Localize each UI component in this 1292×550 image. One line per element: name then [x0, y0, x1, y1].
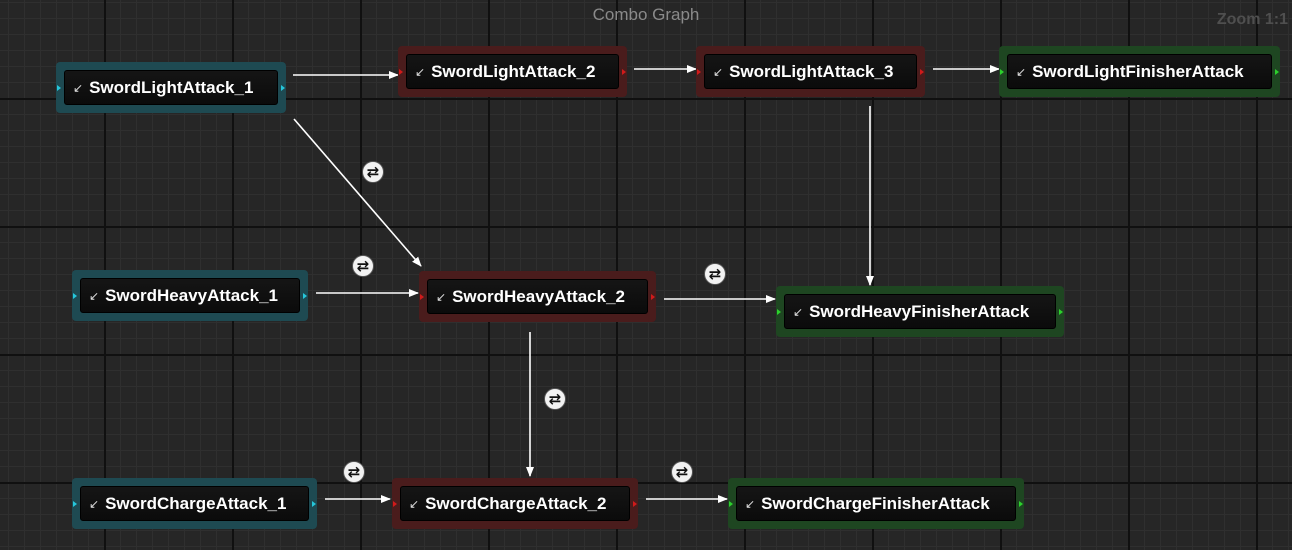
node-sword-light-attack-1[interactable]: ↙ SwordLightAttack_1 [56, 62, 286, 113]
input-pin[interactable] [777, 308, 781, 315]
node-sword-light-finisher-attack[interactable]: ↙ SwordLightFinisherAttack [999, 46, 1280, 97]
node-sword-charge-attack-1[interactable]: ↙ SwordChargeAttack_1 [72, 478, 317, 529]
state-icon: ↙ [89, 288, 100, 303]
zoom-level: Zoom 1:1 [1216, 11, 1288, 28]
transition-swap-icon[interactable]: ⇄ [704, 263, 726, 285]
node-label: SwordHeavyAttack_1 [105, 285, 278, 305]
input-pin[interactable] [729, 500, 733, 507]
output-pin[interactable] [920, 68, 924, 75]
output-pin[interactable] [1059, 308, 1063, 315]
state-icon: ↙ [73, 80, 84, 95]
node-sword-heavy-finisher-attack[interactable]: ↙ SwordHeavyFinisherAttack [776, 286, 1064, 337]
state-icon: ↙ [436, 289, 447, 304]
node-label: SwordChargeAttack_2 [425, 493, 607, 513]
node-sword-charge-attack-2[interactable]: ↙ SwordChargeAttack_2 [392, 478, 638, 529]
node-sword-heavy-attack-1[interactable]: ↙ SwordHeavyAttack_1 [72, 270, 308, 321]
output-pin[interactable] [281, 84, 285, 91]
node-sword-light-attack-2[interactable]: ↙ SwordLightAttack_2 [398, 46, 627, 97]
input-pin[interactable] [73, 292, 77, 299]
output-pin[interactable] [1275, 68, 1279, 75]
edge-light1-heavy2 [293, 118, 422, 267]
node-label: SwordLightAttack_1 [89, 77, 254, 97]
node-sword-heavy-attack-2[interactable]: ↙ SwordHeavyAttack_2 [419, 271, 656, 322]
input-pin[interactable] [393, 500, 397, 507]
node-label: SwordLightAttack_2 [431, 61, 596, 81]
input-pin[interactable] [697, 68, 701, 75]
node-sword-light-attack-3[interactable]: ↙ SwordLightAttack_3 [696, 46, 925, 97]
output-pin[interactable] [303, 292, 307, 299]
state-icon: ↙ [713, 64, 724, 79]
input-pin[interactable] [1000, 68, 1004, 75]
node-sword-charge-finisher-attack[interactable]: ↙ SwordChargeFinisherAttack [728, 478, 1024, 529]
transition-swap-icon[interactable]: ⇄ [544, 388, 566, 410]
state-icon: ↙ [409, 496, 420, 511]
node-label: SwordHeavyAttack_2 [452, 286, 625, 306]
node-label: SwordChargeFinisherAttack [761, 493, 990, 513]
input-pin[interactable] [57, 84, 61, 91]
input-pin[interactable] [73, 500, 77, 507]
graph-title: Combo Graph [592, 5, 700, 24]
transition-swap-icon[interactable]: ⇄ [343, 461, 365, 483]
state-icon: ↙ [89, 496, 100, 511]
state-icon: ↙ [793, 304, 804, 319]
output-pin[interactable] [633, 500, 637, 507]
state-icon: ↙ [415, 64, 426, 79]
state-icon: ↙ [745, 496, 756, 511]
transition-swap-icon[interactable]: ⇄ [362, 161, 384, 183]
node-label: SwordLightAttack_3 [729, 61, 894, 81]
state-icon: ↙ [1016, 64, 1027, 79]
node-label: SwordLightFinisherAttack [1032, 61, 1244, 81]
input-pin[interactable] [420, 293, 424, 300]
output-pin[interactable] [622, 68, 626, 75]
output-pin[interactable] [651, 293, 655, 300]
input-pin[interactable] [399, 68, 403, 75]
transition-swap-icon[interactable]: ⇄ [352, 255, 374, 277]
transition-swap-icon[interactable]: ⇄ [671, 461, 693, 483]
output-pin[interactable] [312, 500, 316, 507]
output-pin[interactable] [1019, 500, 1023, 507]
node-label: SwordHeavyFinisherAttack [809, 301, 1030, 321]
node-label: SwordChargeAttack_1 [105, 493, 287, 513]
